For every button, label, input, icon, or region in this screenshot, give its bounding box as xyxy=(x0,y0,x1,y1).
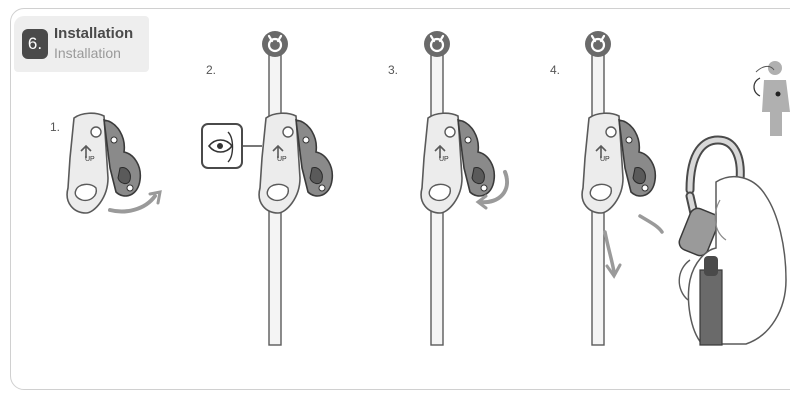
up-marking-1: UP xyxy=(85,156,95,163)
eye-inspection-icon xyxy=(202,124,262,168)
carabiner-hand-icon xyxy=(677,140,786,345)
check-symbol-icon-4 xyxy=(585,31,611,57)
check-symbol-icon xyxy=(262,31,288,57)
step4-device-illustration xyxy=(582,113,655,213)
step1-device-illustration xyxy=(67,113,140,213)
check-symbol-icon-3 xyxy=(424,31,450,57)
step1-rotate-arrow xyxy=(110,196,155,211)
step4-pull-arrow xyxy=(640,216,662,232)
up-marking-3: UP xyxy=(439,156,449,163)
worker-silhouette-icon xyxy=(754,61,790,136)
up-marking-4: UP xyxy=(600,156,610,163)
step2-device-illustration xyxy=(259,113,332,213)
up-marking-2: UP xyxy=(277,156,287,163)
